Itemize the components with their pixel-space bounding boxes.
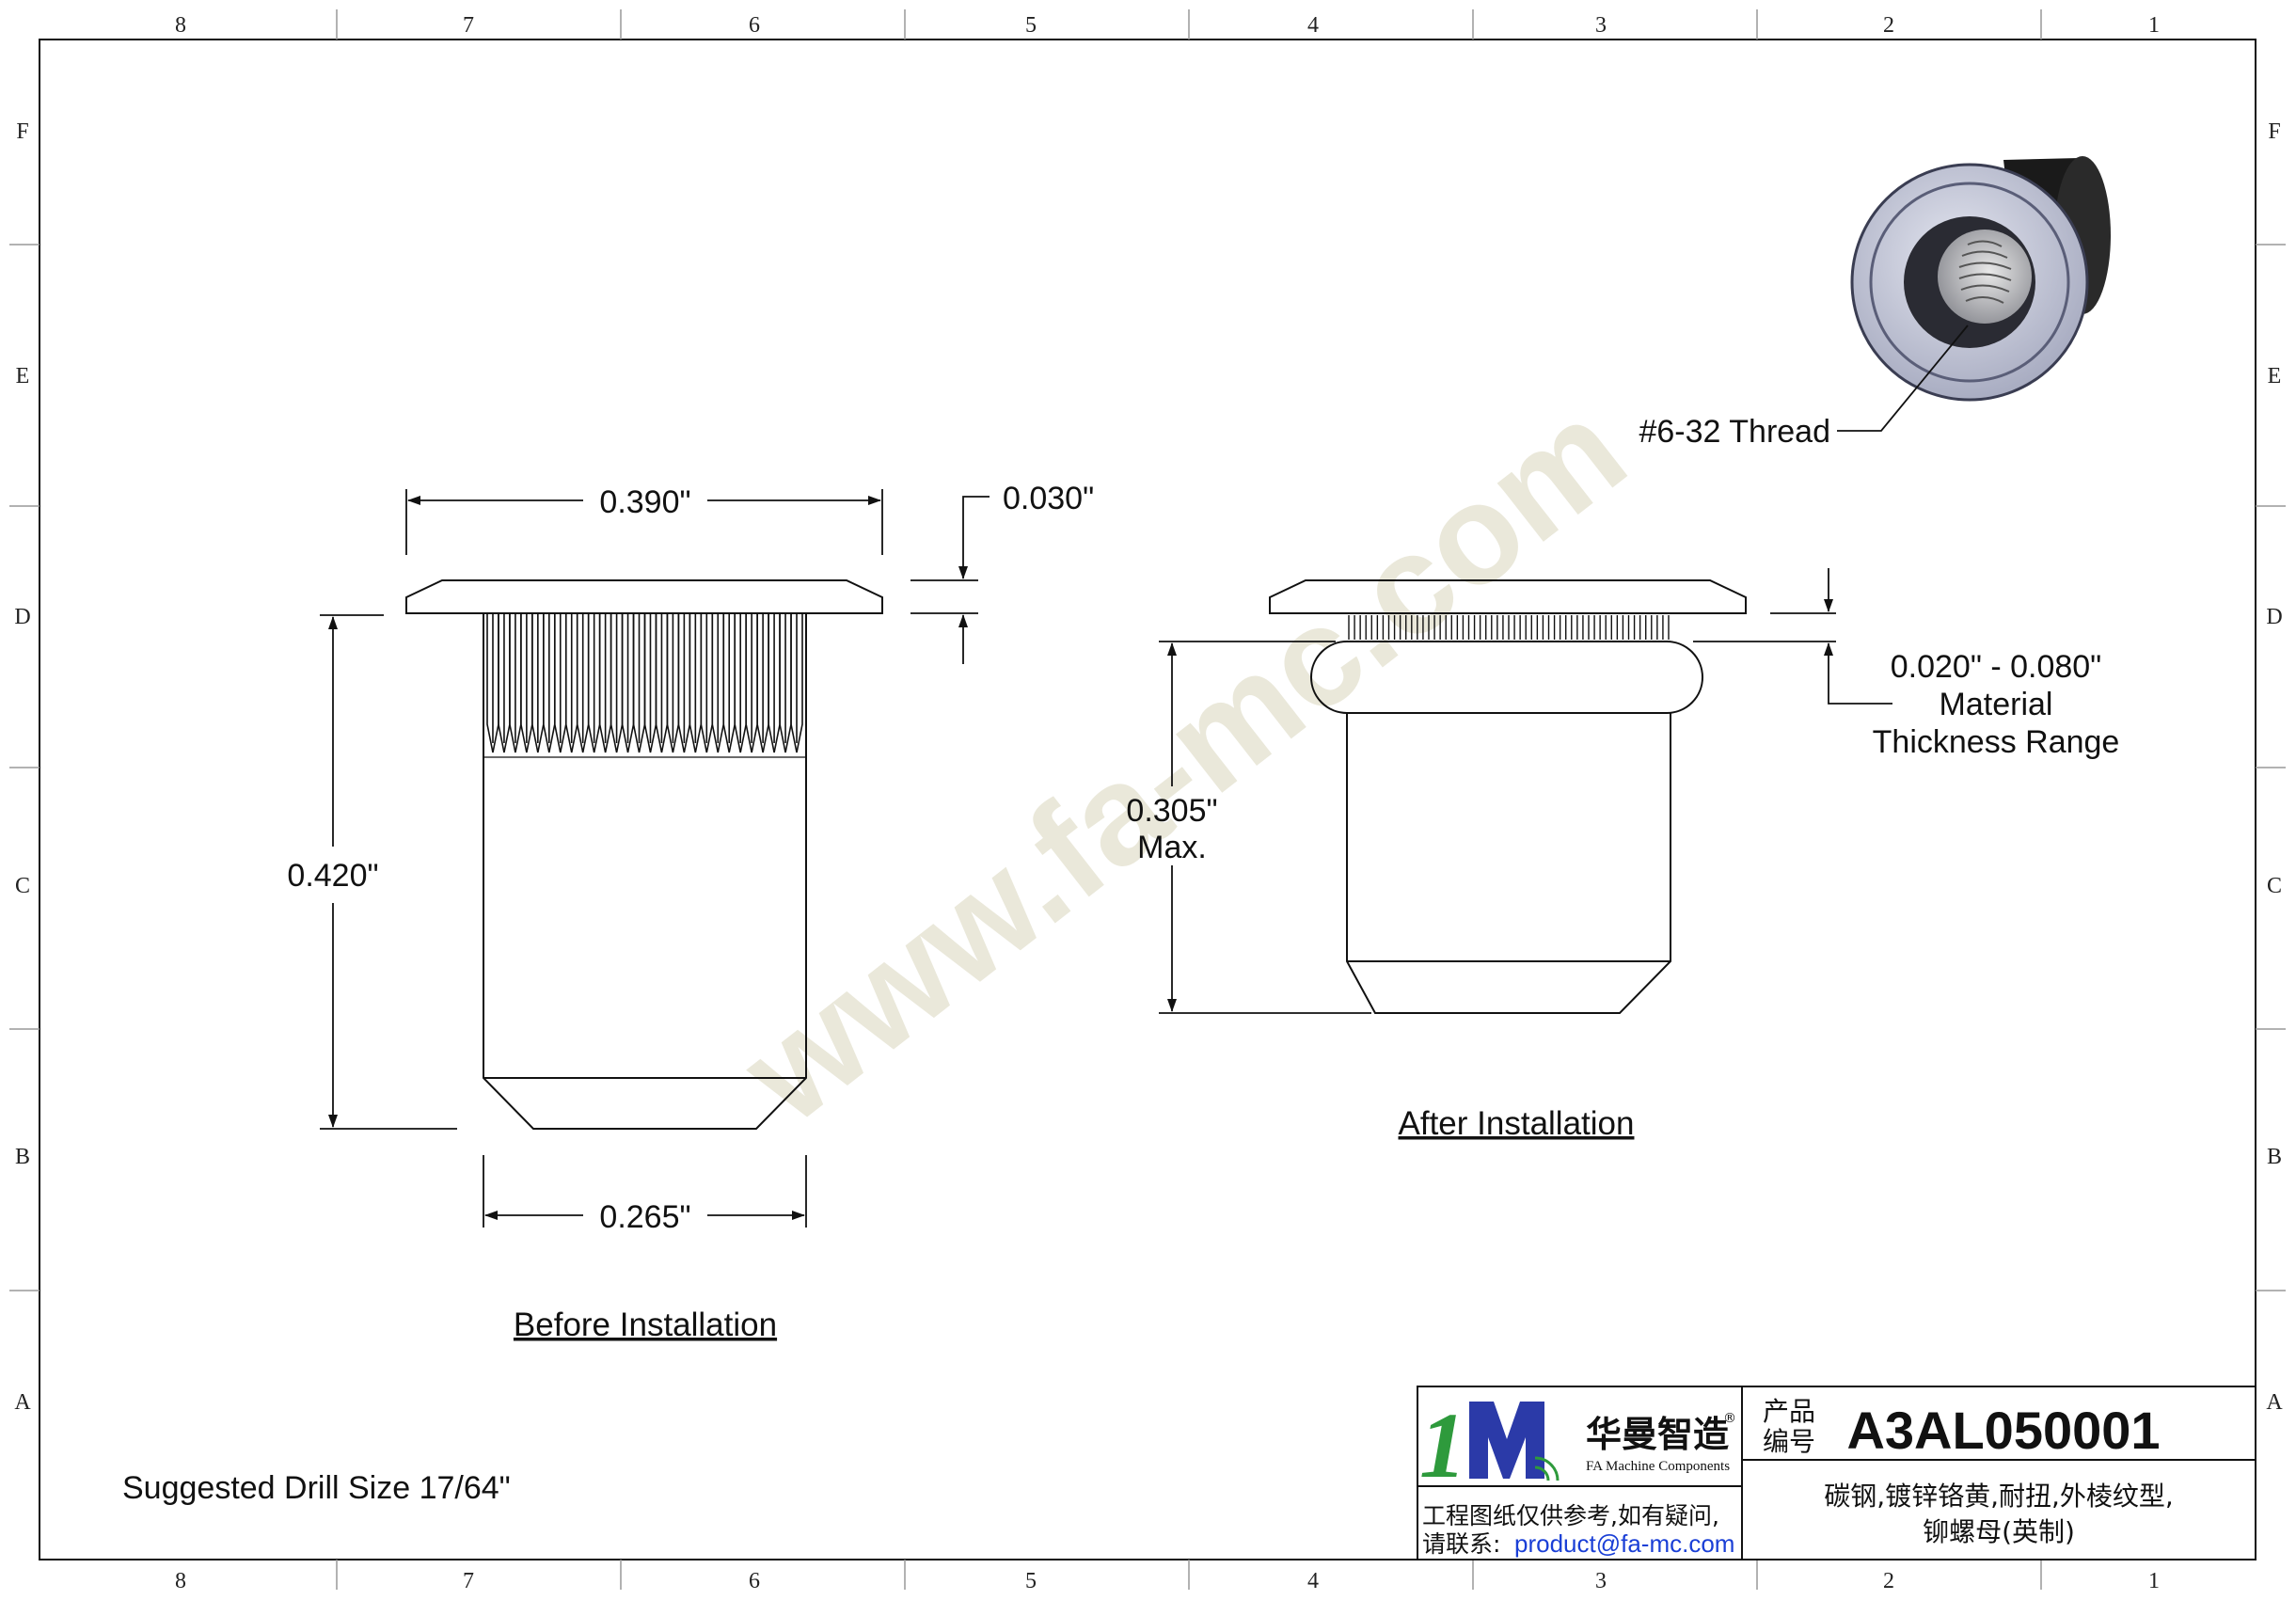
title-block	[1417, 1386, 2256, 1560]
logo-chinese-name: 华曼智造	[1586, 1414, 1729, 1455]
grip-label-line2: Thickness Range	[1873, 724, 2120, 760]
zone-row-label: A	[2266, 1390, 2283, 1415]
zone-row-label: B	[2267, 1145, 2282, 1169]
part-description-line2: 铆螺母(英制)	[1923, 1516, 2075, 1547]
contact-email-link[interactable]: product@fa-mc.com	[1514, 1529, 1734, 1558]
zone-row-label: F	[16, 119, 28, 144]
flange-outline	[405, 579, 883, 614]
zone-column-label: 7	[463, 13, 474, 38]
zone-column-label: 6	[749, 13, 760, 38]
after-dimensions	[1159, 568, 1892, 1014]
company-logo: 1	[1419, 1393, 1560, 1497]
zone-column-label: 8	[175, 1569, 186, 1593]
max-height-suffix: Max.	[1137, 830, 1207, 865]
zone-column-label: 3	[1595, 13, 1607, 38]
zone-row-label: D	[2266, 605, 2282, 629]
drawing-frame	[39, 39, 2256, 1560]
zone-column-label: 8	[175, 13, 186, 38]
flange-thickness-dim: 0.030"	[1003, 481, 1094, 516]
zone-column-label: 5	[1025, 1569, 1037, 1593]
zone-row-label: B	[15, 1145, 30, 1169]
zone-row-label: D	[14, 605, 30, 629]
zone-column-label: 4	[1307, 1569, 1319, 1593]
bulge-collar	[1310, 641, 1703, 714]
contact-prefix: 请联系:	[1422, 1530, 1500, 1558]
disclaimer-text: 工程图纸仅供参考,如有疑问,	[1422, 1502, 1719, 1529]
part-description-line1: 碳钢,镀锌铬黄,耐扭,外棱纹型,	[1824, 1481, 2174, 1512]
zone-column-label: 2	[1883, 1569, 1894, 1593]
drill-size-note: Suggested Drill Size 17/64"	[122, 1470, 511, 1506]
max-height-dim: 0.305"	[1126, 793, 1217, 829]
knurl-ribs	[486, 613, 803, 753]
part-number-label-line1: 产品	[1763, 1396, 1815, 1427]
grip-label-line1: Material	[1940, 687, 2053, 722]
zone-column-label: 7	[463, 1569, 474, 1593]
zone-column-label: 1	[2148, 1569, 2160, 1593]
isometric-nut-render	[1837, 156, 2111, 432]
zone-row-label: A	[14, 1390, 31, 1415]
before-installation-view	[405, 579, 883, 1130]
knurl-ribs	[1348, 615, 1670, 640]
zone-column-label: 3	[1595, 1569, 1607, 1593]
zone-row-label: C	[15, 874, 30, 898]
before-dimensions	[320, 489, 990, 1228]
thread-lines	[1958, 240, 2012, 304]
part-number-label-line2: 编号	[1763, 1426, 1815, 1457]
after-installation-view	[1269, 579, 1747, 1014]
watermark-text: www.fa-mc.com	[713, 370, 1654, 1153]
thread-leader-line	[1837, 325, 1969, 432]
zone-ticks	[9, 9, 2286, 1590]
logo-english-name: FA Machine Components	[1586, 1459, 1730, 1474]
zone-row-label: C	[2267, 874, 2282, 898]
zone-column-label: 6	[749, 1569, 760, 1593]
zone-column-label: 4	[1307, 13, 1319, 38]
body-diameter-dim: 0.265"	[599, 1199, 690, 1235]
flange-diameter-dim: 0.390"	[599, 484, 690, 520]
zone-column-label: 2	[1883, 13, 1894, 38]
grip-range-dim: 0.020" - 0.080"	[1891, 649, 2102, 685]
zone-column-label: 5	[1025, 13, 1037, 38]
flange-outline	[1269, 579, 1747, 614]
zone-column-label: 1	[2148, 13, 2160, 38]
body-outline	[1346, 713, 1671, 1014]
length-dim: 0.420"	[287, 858, 378, 894]
svg-text:1: 1	[1419, 1393, 1466, 1497]
part-number: A3AL050001	[1846, 1401, 2160, 1460]
before-installation-caption: Before Installation	[514, 1307, 777, 1343]
knurl-rib	[790, 613, 803, 753]
after-installation-caption: After Installation	[1399, 1105, 1635, 1142]
logo-registered-mark: ®	[1723, 1411, 1736, 1426]
zone-row-label: F	[2268, 119, 2280, 144]
zone-row-label: E	[16, 364, 30, 388]
zone-row-label: E	[2268, 364, 2282, 388]
thread-callout: #6-32 Thread	[1639, 414, 1830, 450]
body-outline	[483, 613, 807, 1130]
